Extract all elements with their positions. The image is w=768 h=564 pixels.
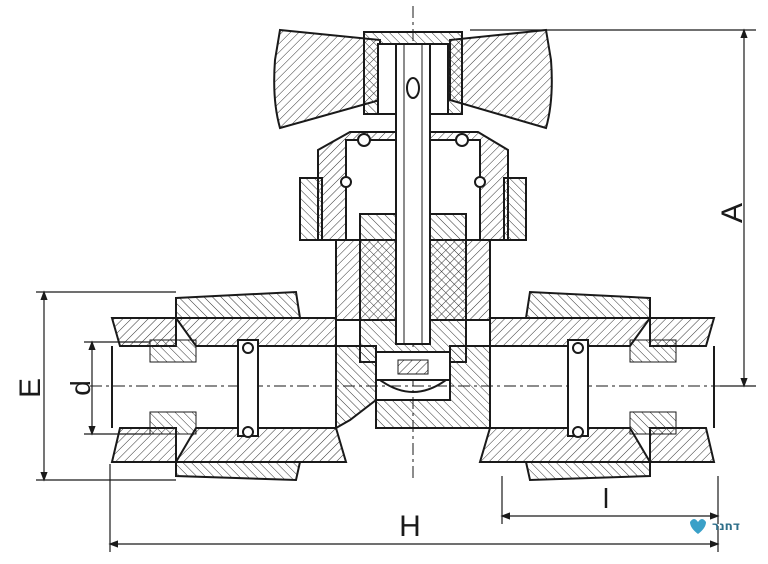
right-oring-top — [572, 342, 584, 354]
dim-H-label: H — [399, 510, 421, 543]
dim-A-label: A — [716, 203, 749, 223]
right-oring-bottom — [572, 426, 584, 438]
dimension-l — [500, 476, 720, 524]
dim-l-label: l — [603, 483, 609, 514]
stem — [359, 43, 467, 393]
stem-pin-hole — [406, 77, 420, 99]
nut-oring-left — [340, 176, 352, 188]
dimension-A — [470, 28, 756, 388]
dim-E-label: E — [14, 378, 47, 398]
right-grip-bottom — [629, 411, 677, 435]
dimension-E — [36, 290, 176, 482]
dimension-H — [108, 464, 720, 552]
left-grip-top — [149, 339, 197, 363]
body-bottom-wall-left — [174, 427, 348, 463]
right-oring-housing — [567, 339, 589, 437]
watermark-text: דחנר — [712, 519, 740, 533]
right-nut-bottom — [524, 461, 651, 482]
left-oring-housing — [237, 339, 259, 437]
valve-body — [174, 317, 652, 463]
bonnet-flange-left — [299, 177, 323, 241]
stem-oring-right — [455, 133, 469, 147]
valve-disc-bottom — [379, 379, 447, 393]
dim-d-label: d — [65, 380, 96, 396]
left-grip-bottom — [149, 411, 197, 435]
right-nut-top — [524, 290, 651, 319]
valve-washer — [397, 359, 429, 375]
handle-wing-right — [449, 28, 553, 130]
dimension-d — [84, 340, 150, 436]
left-oring-top — [242, 342, 254, 354]
left-nut-bottom — [175, 461, 302, 482]
left-coupling — [110, 290, 302, 482]
stem-oring-left — [357, 133, 371, 147]
handle-wing-left — [273, 28, 381, 130]
right-coupling — [524, 290, 716, 482]
bonnet-flange-right — [503, 177, 527, 241]
heart-shield-logo-icon — [690, 519, 706, 534]
left-oring-bottom — [242, 426, 254, 438]
body-partition-left — [335, 345, 377, 430]
body-partition-right — [375, 345, 491, 429]
watermark: דחנר — [690, 519, 740, 534]
body-bottom-wall-right — [478, 427, 652, 463]
right-grip-top — [629, 339, 677, 363]
left-nut-top — [175, 290, 302, 319]
nut-oring-right — [474, 176, 486, 188]
